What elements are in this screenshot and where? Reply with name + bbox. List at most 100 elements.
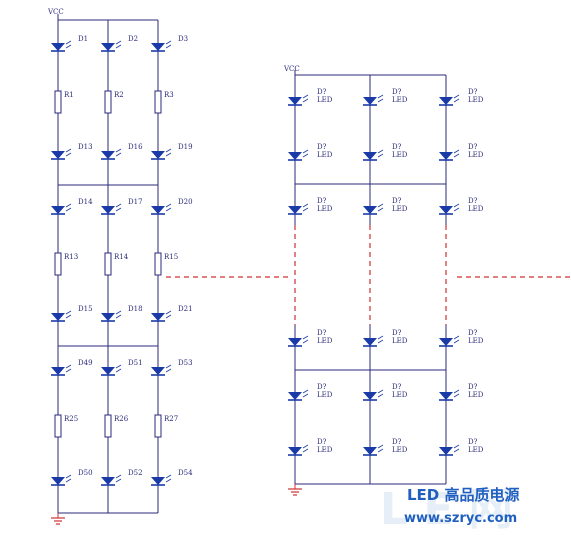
resistor-label: R27 [164,415,178,423]
diode-comment: LED [468,391,484,399]
led-diode-symbol [288,335,309,347]
diode-triangle [151,206,165,214]
diode-triangle [51,313,65,321]
diode-designator: D? [317,329,327,337]
emission-arrows [65,474,72,483]
diode-triangle [288,392,302,400]
emission-arrows [65,40,72,49]
emission-arrows [65,310,72,319]
diode-label: D20 [178,198,193,206]
diode-designator: D? [317,438,327,446]
diode-triangle [51,477,65,485]
diode-triangle [151,313,165,321]
left-led-array: D1D13D14D15D49D50R1R13R25D2D16D17D18D51D… [51,14,193,525]
led-diode-symbol [51,148,72,160]
diode-comment: LED [468,151,484,159]
resistor-symbol [104,252,112,276]
diode-label: D15 [78,305,93,313]
led-diode-symbol [51,364,72,376]
diode-designator: D? [317,88,327,96]
diode-triangle [363,206,377,214]
diode-comment: LED [392,391,408,399]
resistor-label: R26 [114,415,129,423]
diode-designator: D? [317,143,327,151]
diode-label: D51 [128,359,143,367]
diode-triangle [363,97,377,105]
svg-text:L E 网: L E 网 [380,484,513,535]
diode-comment: LED [468,337,484,345]
diode-label: D1 [78,35,88,43]
emission-arrows [302,94,309,103]
diode-label: D16 [128,143,143,151]
diode-designator: D? [317,197,327,205]
diode-designator: D? [392,197,402,205]
diode-triangle [151,367,165,375]
resistor-label: R14 [114,253,129,261]
diode-designator: D? [392,88,402,96]
diode-triangle [101,477,115,485]
resistor-symbol [154,414,162,438]
diode-triangle [51,151,65,159]
watermark: LED 高品质电源 www.szryc.com [404,486,519,526]
diode-comment: LED [392,446,408,454]
emission-arrows [115,40,122,49]
diode-triangle [288,152,302,160]
diode-triangle [363,392,377,400]
emission-arrows [165,40,172,49]
diode-triangle [151,151,165,159]
led-diode-symbol [51,203,72,215]
emission-arrows [377,335,384,344]
diode-label: D54 [178,469,193,477]
led-diode-symbol [101,148,122,160]
diode-comment: LED [317,205,333,213]
emission-arrows [115,310,122,319]
led-diode-symbol [288,444,309,456]
diode-triangle [101,43,115,51]
diode-triangle [51,367,65,375]
emission-arrows [115,364,122,373]
emission-arrows [302,149,309,158]
diode-designator: D? [468,329,478,337]
watermark-title: LED 高品质电源 [407,486,519,504]
emission-arrows [302,444,309,453]
led-diode-symbol [363,94,384,106]
led-diode-symbol [439,149,460,161]
diode-triangle [288,338,302,346]
led-diode-symbol [439,203,460,215]
led-diode-symbol [51,474,72,486]
diode-comment: LED [392,96,408,104]
diode-triangle [439,206,453,214]
emission-arrows [453,203,460,212]
watermark-url: www.szryc.com [404,511,517,526]
emission-arrows [453,149,460,158]
ground-symbol [288,484,302,496]
resistor-symbol [104,90,112,114]
emission-arrows [302,335,309,344]
diode-designator: D? [392,383,402,391]
resistor-label: R1 [64,91,74,99]
diode-comment: LED [317,391,333,399]
left-vcc: VCC [47,8,64,16]
diode-triangle [101,206,115,214]
emission-arrows [302,389,309,398]
led-diode-symbol [363,444,384,456]
diode-comment: LED [392,205,408,213]
diode-label: D18 [128,305,143,313]
watermark-logo: L E 网 [380,484,513,535]
resistor-symbol [104,414,112,438]
resistor-symbol [154,90,162,114]
resistor-symbol [154,252,162,276]
led-diode-symbol [363,203,384,215]
emission-arrows [377,203,384,212]
resistor-symbol [54,414,62,438]
diode-label: D3 [178,35,188,43]
diode-comment: LED [468,96,484,104]
led-diode-symbol [101,40,122,52]
diode-designator: D? [468,438,478,446]
diode-comment: LED [468,205,484,213]
diode-comment: LED [317,151,333,159]
left-vcc-label: VCC [47,8,64,16]
led-diode-symbol [101,364,122,376]
emission-arrows [115,148,122,157]
led-diode-symbol [288,149,309,161]
